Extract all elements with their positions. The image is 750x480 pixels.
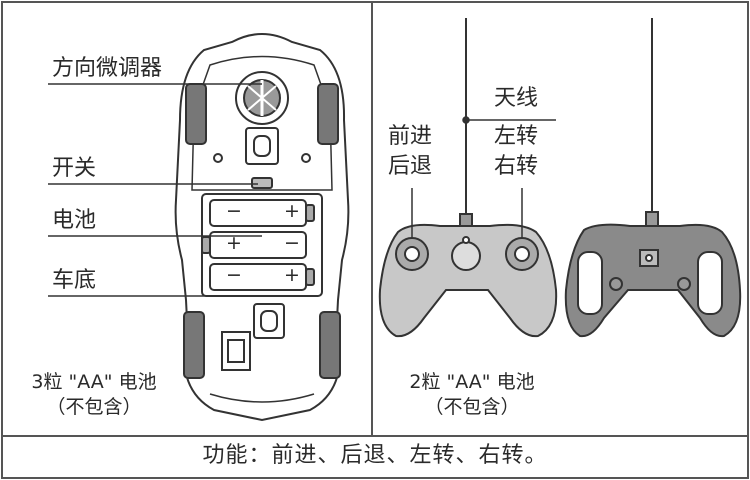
remote-front: [378, 18, 558, 338]
rear-block: [221, 331, 251, 371]
car-battery-caption: 3粒 "AA" 电池 （不包含）: [14, 370, 174, 419]
car-illustration: [174, 33, 350, 422]
functions-footer: 功能：前进、后退、左转、右转。: [202, 443, 548, 468]
back-battery-right: [697, 251, 723, 315]
label-backward: 后退: [388, 154, 433, 179]
remote-battery-caption-line2: （不包含）: [424, 395, 520, 418]
power-switch: [251, 177, 273, 189]
car-battery-caption-line1: 3粒 "AA" 电池: [31, 371, 157, 393]
remote-battery-caption: 2粒 "AA" 电池 （不包含）: [392, 370, 552, 419]
rear-latch: [253, 303, 285, 339]
back-battery-left: [577, 251, 603, 315]
front-right-wheel: [317, 83, 339, 145]
label-trim: 方向微调器: [52, 56, 163, 81]
remote-back-body: [564, 223, 742, 338]
battery-2-minus: −: [284, 232, 300, 254]
car-body: [174, 33, 350, 422]
label-switch: 开关: [52, 156, 97, 181]
center-button: [451, 241, 481, 271]
rear-left-wheel: [183, 311, 205, 379]
battery-3-plus: +: [284, 264, 300, 286]
label-battery: 电池: [52, 208, 97, 233]
label-chassis: 车底: [52, 268, 97, 293]
remote-callout-lines: [411, 116, 556, 238]
battery-2-plus: +: [226, 232, 242, 254]
front-latch: [245, 127, 279, 165]
remote-back: [564, 18, 742, 338]
car-callout-lines: [48, 83, 262, 297]
battery-1-minus: −: [226, 200, 242, 222]
rear-right-wheel: [319, 311, 341, 379]
battery-3-minus: −: [226, 264, 242, 286]
battery-1-plus: +: [284, 200, 300, 222]
remote-battery-caption-line1: 2粒 "AA" 电池: [409, 371, 535, 393]
label-antenna: 天线: [494, 86, 539, 111]
label-left: 左转: [494, 124, 539, 149]
label-right: 右转: [494, 154, 539, 179]
car-battery-caption-line2: （不包含）: [46, 395, 142, 418]
label-forward: 前进: [388, 124, 433, 149]
front-left-wheel: [185, 83, 207, 145]
car-inner-outline: [191, 55, 333, 191]
